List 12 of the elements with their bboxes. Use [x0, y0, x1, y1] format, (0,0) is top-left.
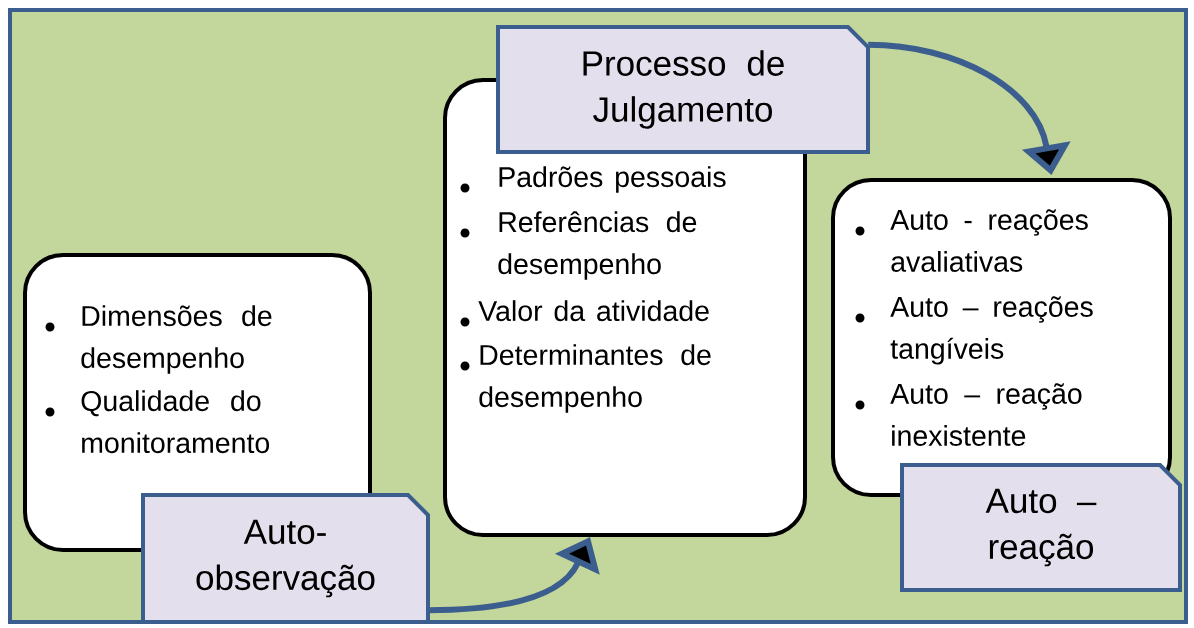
label-tab: Auto – reação	[900, 463, 1182, 592]
label-tab: Auto- observação	[141, 493, 430, 624]
bullet-text: Dimensões de desempenho	[81, 305, 272, 374]
bullet-text: Qualidade do monitoramento	[81, 390, 270, 454]
bullet-text: Determinantes de desempenho	[479, 344, 711, 413]
bullet-text: Auto – reação inexistente	[890, 383, 1082, 446]
bullet-text: Auto – reações tangíveis	[890, 296, 1093, 365]
bullet-text: Padrões pessoais	[499, 166, 726, 193]
label-tab: Processo de Julgamento	[496, 25, 870, 154]
bullet-text: Auto - reações avaliativas	[890, 209, 1088, 272]
bullet-text: Referências de desempenho	[498, 211, 697, 280]
bullet-text: Valor da atividade	[478, 300, 709, 322]
